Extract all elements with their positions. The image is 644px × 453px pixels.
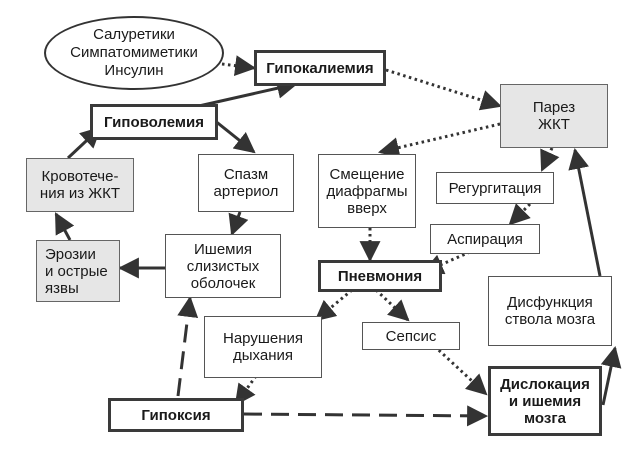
node-breathing: Нарушения дыхания xyxy=(204,316,322,378)
arrow-regurgitation-aspiration xyxy=(508,202,532,226)
arrow-hypoxia-ischemia xyxy=(176,295,199,397)
node-hypoxia: Гипоксия xyxy=(108,398,244,432)
node-diaphragm: Смещение диафрагмы вверх xyxy=(318,154,416,228)
arrow-pneumonia-breathing xyxy=(314,288,353,322)
node-regurgitation: Регургитация xyxy=(436,172,554,204)
node-bleeding: Кровотече- ния из ЖКТ xyxy=(26,158,134,212)
node-pneumonia: Пневмония xyxy=(318,260,442,292)
node-hypovolemia: Гиповолемия xyxy=(90,104,218,140)
arrow-brainstem-paresis xyxy=(568,147,602,277)
arrow-erosions-bleeding xyxy=(54,212,75,241)
arrow-dislocation-brainstem xyxy=(600,345,622,406)
node-brainstem: Дисфункция ствола мозга xyxy=(488,276,612,346)
arrow-spasm-ischemia xyxy=(228,211,249,236)
arrow-saluretics-hypokalemia xyxy=(221,55,257,77)
node-erosions: Эрозии и острые язвы xyxy=(36,240,120,302)
node-spasm: Спазм артериол xyxy=(198,154,294,212)
arrow-hypoxia-dislocation xyxy=(243,405,489,427)
arrow-sepsis-dislocation xyxy=(428,340,488,396)
arrow-hypovolemia-spasm xyxy=(213,118,256,154)
node-sepsis: Сепсис xyxy=(362,322,460,350)
node-paresis: Парез ЖКТ xyxy=(500,84,608,148)
node-aspiration: Аспирация xyxy=(430,224,540,254)
node-ischemia-mucosa: Ишемия слизистых оболочек xyxy=(165,234,281,298)
arrow-pneumonia-sepsis xyxy=(374,288,410,322)
arrow-paresis-regurgitation xyxy=(540,147,560,172)
arrow-paresis-diaphragm xyxy=(377,122,501,158)
node-saluretics: Салуретики Симпатомиметики Инсулин xyxy=(44,16,224,90)
node-dislocation: Дислокация и ишемия мозга xyxy=(488,366,602,436)
arrow-hypokalemia-paresis xyxy=(385,68,503,111)
arrow-aspiration-pneumonia xyxy=(422,250,471,275)
node-hypokalemia: Гипокалиемия xyxy=(254,50,386,86)
